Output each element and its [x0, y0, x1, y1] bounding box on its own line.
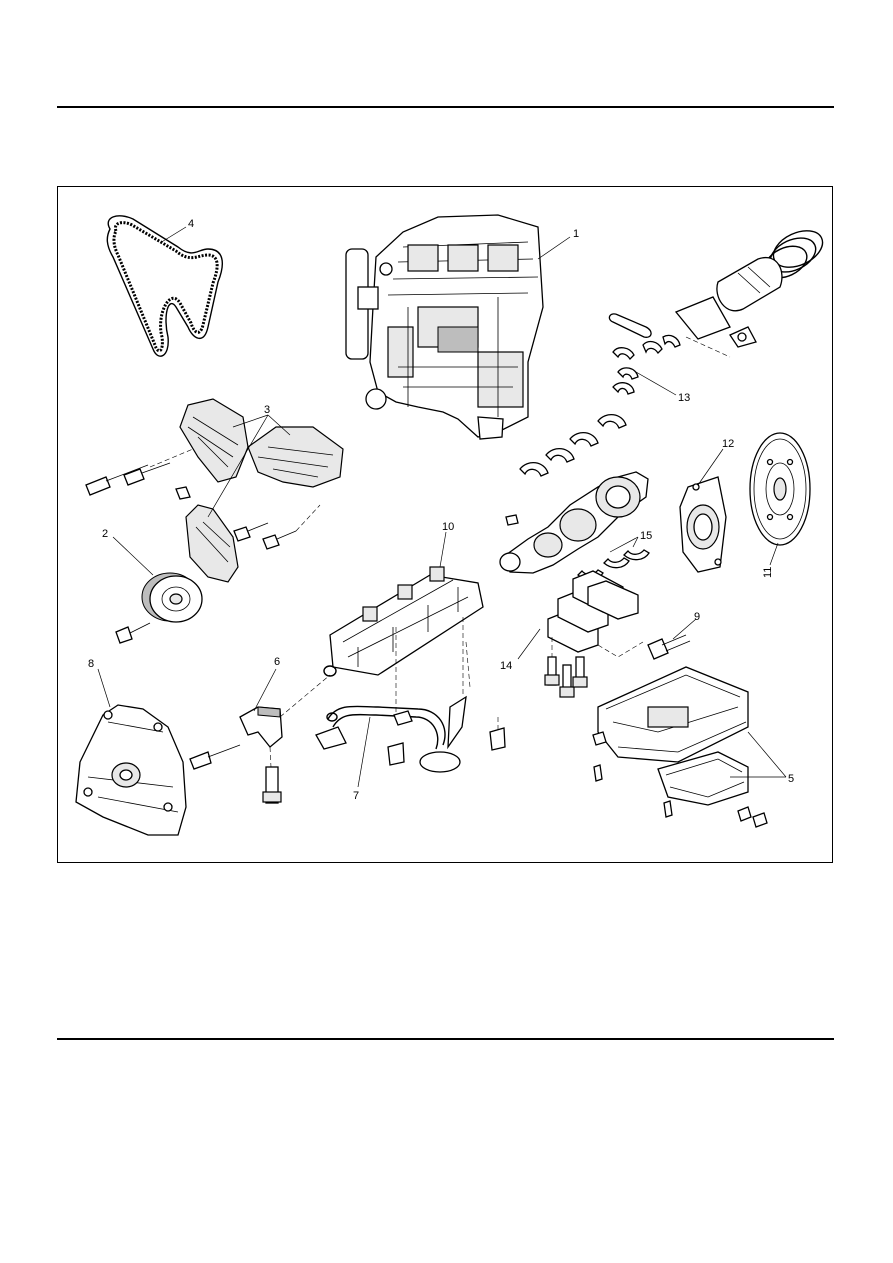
callout-11: 11 — [762, 567, 774, 578]
callout-15: 15 — [640, 530, 652, 542]
header-rule — [57, 106, 834, 108]
callout-1: 1 — [573, 228, 579, 240]
callout-7: 7 — [353, 790, 359, 802]
callout-10: 10 — [442, 521, 454, 533]
callout-14: 14 — [500, 660, 512, 672]
leader-9 — [672, 618, 697, 640]
rear-seal-housing — [679, 476, 727, 573]
leader-6 — [253, 668, 277, 712]
leader-3a — [232, 414, 269, 428]
leader-3b — [267, 414, 291, 436]
leader-1 — [537, 236, 571, 260]
leader-13 — [635, 371, 677, 396]
callout-8: 8 — [88, 658, 94, 670]
oil-pickup-elbow — [189, 674, 331, 804]
main-bearing-caps — [544, 570, 644, 698]
leader-7 — [357, 716, 371, 788]
engine-assembly — [345, 214, 544, 440]
leader-3c — [207, 414, 269, 518]
callout-6: 6 — [274, 656, 280, 668]
callout-2: 2 — [102, 528, 108, 540]
leader-4 — [159, 226, 187, 244]
leader-8 — [97, 668, 111, 708]
leader-12 — [697, 448, 724, 486]
callout-9: 9 — [694, 611, 700, 623]
leader-14 — [517, 628, 541, 660]
footer-rule — [57, 1038, 834, 1040]
flexplate — [749, 432, 811, 546]
callout-4: 4 — [188, 218, 194, 230]
ladder-frame — [323, 566, 484, 677]
leader-11 — [769, 542, 779, 566]
oil-strainer-pipe — [315, 617, 506, 773]
timing-covers — [179, 398, 344, 583]
exploded-view-frame: 4 1 13 — [57, 186, 833, 863]
leader-15a — [609, 536, 639, 553]
engine-exploded-diagram: 4 1 13 — [75, 214, 824, 836]
main-bearing-upper-shells — [519, 414, 627, 477]
callout-12: 12 — [722, 438, 734, 450]
callout-13: 13 — [678, 392, 690, 404]
callout-3: 3 — [264, 404, 270, 416]
leader-2 — [112, 536, 154, 576]
drive-belt — [106, 215, 224, 357]
crank-pulley — [115, 572, 203, 644]
crankshaft — [499, 471, 649, 574]
oil-pans — [592, 666, 768, 828]
cover-bolts — [85, 448, 321, 550]
piston-assembly — [608, 230, 824, 358]
front-cover — [75, 704, 187, 836]
rod-bearings — [612, 334, 681, 395]
leader-15b — [632, 536, 639, 548]
callout-5: 5 — [788, 773, 794, 785]
leader-10 — [439, 531, 447, 568]
cap-bolt — [647, 634, 691, 660]
leader-5a — [747, 731, 787, 778]
